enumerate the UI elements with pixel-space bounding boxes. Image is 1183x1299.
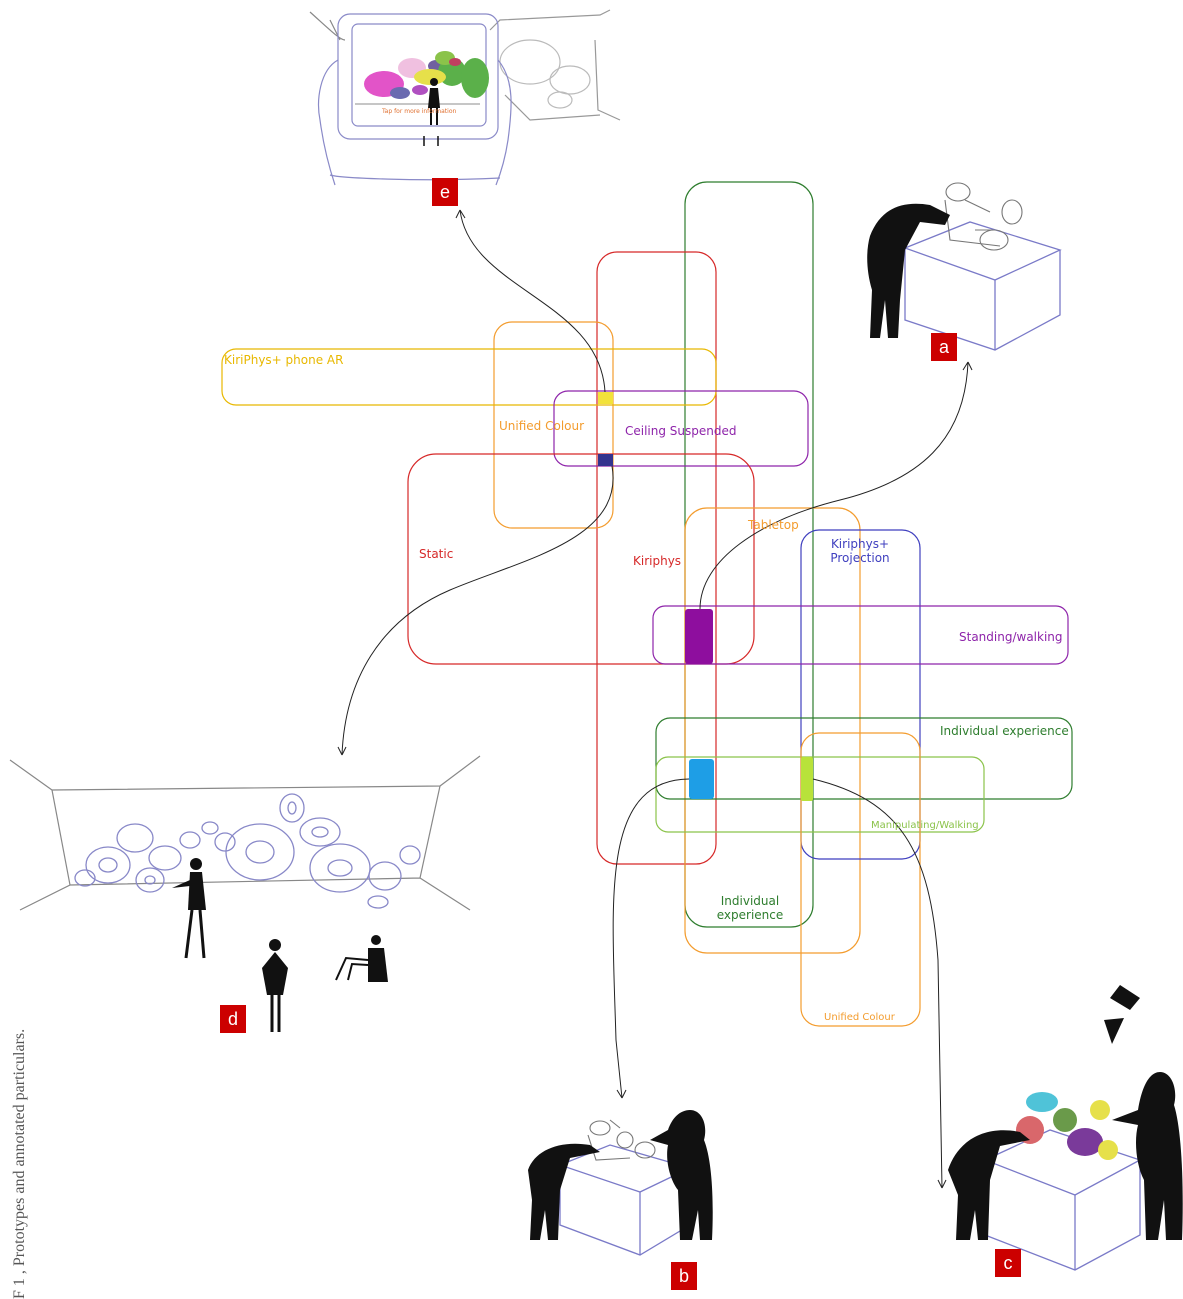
- region-standing-walking: [652, 605, 1069, 665]
- label-kiriphys: Kiriphys: [633, 554, 682, 568]
- label-tabletop: Tabletop: [748, 518, 799, 532]
- badge-c: c: [995, 1249, 1021, 1277]
- label-individual-experience-bottom: Individual experience: [716, 894, 784, 922]
- tablet-ellipses: [355, 51, 489, 105]
- label-unified-colour-bottom: Unified Colour: [824, 1012, 895, 1023]
- sketch-d-people: [172, 858, 388, 1032]
- region-tabletop: [684, 507, 861, 954]
- region-unified-colour-top: [493, 321, 614, 529]
- region-manipulating-walking: [655, 756, 985, 833]
- region-ceiling-suspended: [553, 390, 809, 467]
- marker-navy: [598, 454, 613, 466]
- region-individual-experience-vertical: [684, 181, 814, 928]
- badge-e: e: [432, 178, 458, 206]
- region-individual-experience-horizontal: [655, 717, 1073, 800]
- label-manipulating-walking: Manipulating/Walking: [871, 820, 979, 831]
- region-projection: [800, 529, 921, 860]
- badge-b: b: [671, 1262, 697, 1290]
- category-regions: [221, 181, 1073, 1027]
- label-unified-colour-top: Unified Colour: [499, 419, 585, 433]
- connector-arrows: [337, 209, 973, 1189]
- label-projection: Kiriphys+ Projection: [830, 537, 890, 565]
- sketch-a-tabletop: [867, 182, 1062, 351]
- sketch-b-tabletop: [528, 1110, 713, 1256]
- label-ceiling-suspended: Ceiling Suspended: [625, 424, 737, 438]
- label-individual-experience-right: Individual experience: [940, 724, 1069, 738]
- marker-cyan: [689, 759, 714, 799]
- region-unified-colour-bottom: [800, 732, 921, 1027]
- marker-yellow: [598, 392, 613, 404]
- sketch-e-tablet: [309, 9, 621, 186]
- sketch-d-ceiling: [9, 755, 481, 911]
- region-phone-ar: [221, 348, 717, 406]
- badge-d: d: [220, 1005, 246, 1033]
- sketch-c-projection: [948, 985, 1183, 1271]
- side-caption: F 1 , Prototypes and annotated particula…: [11, 1028, 28, 1299]
- label-standing-walking: Standing/walking: [959, 630, 1063, 644]
- tablet-person-silhouette: [423, 78, 440, 146]
- marker-lime: [801, 757, 813, 801]
- intersection-markers: [598, 392, 813, 801]
- badge-a: a: [931, 333, 957, 361]
- region-kiriphys: [596, 251, 717, 865]
- tablet-caption: Tap for more information: [382, 108, 457, 115]
- marker-magenta: [685, 609, 713, 664]
- region-static: [407, 453, 755, 665]
- label-phone-ar: KiriPhys+ phone AR: [224, 353, 344, 367]
- label-static: Static: [419, 547, 454, 561]
